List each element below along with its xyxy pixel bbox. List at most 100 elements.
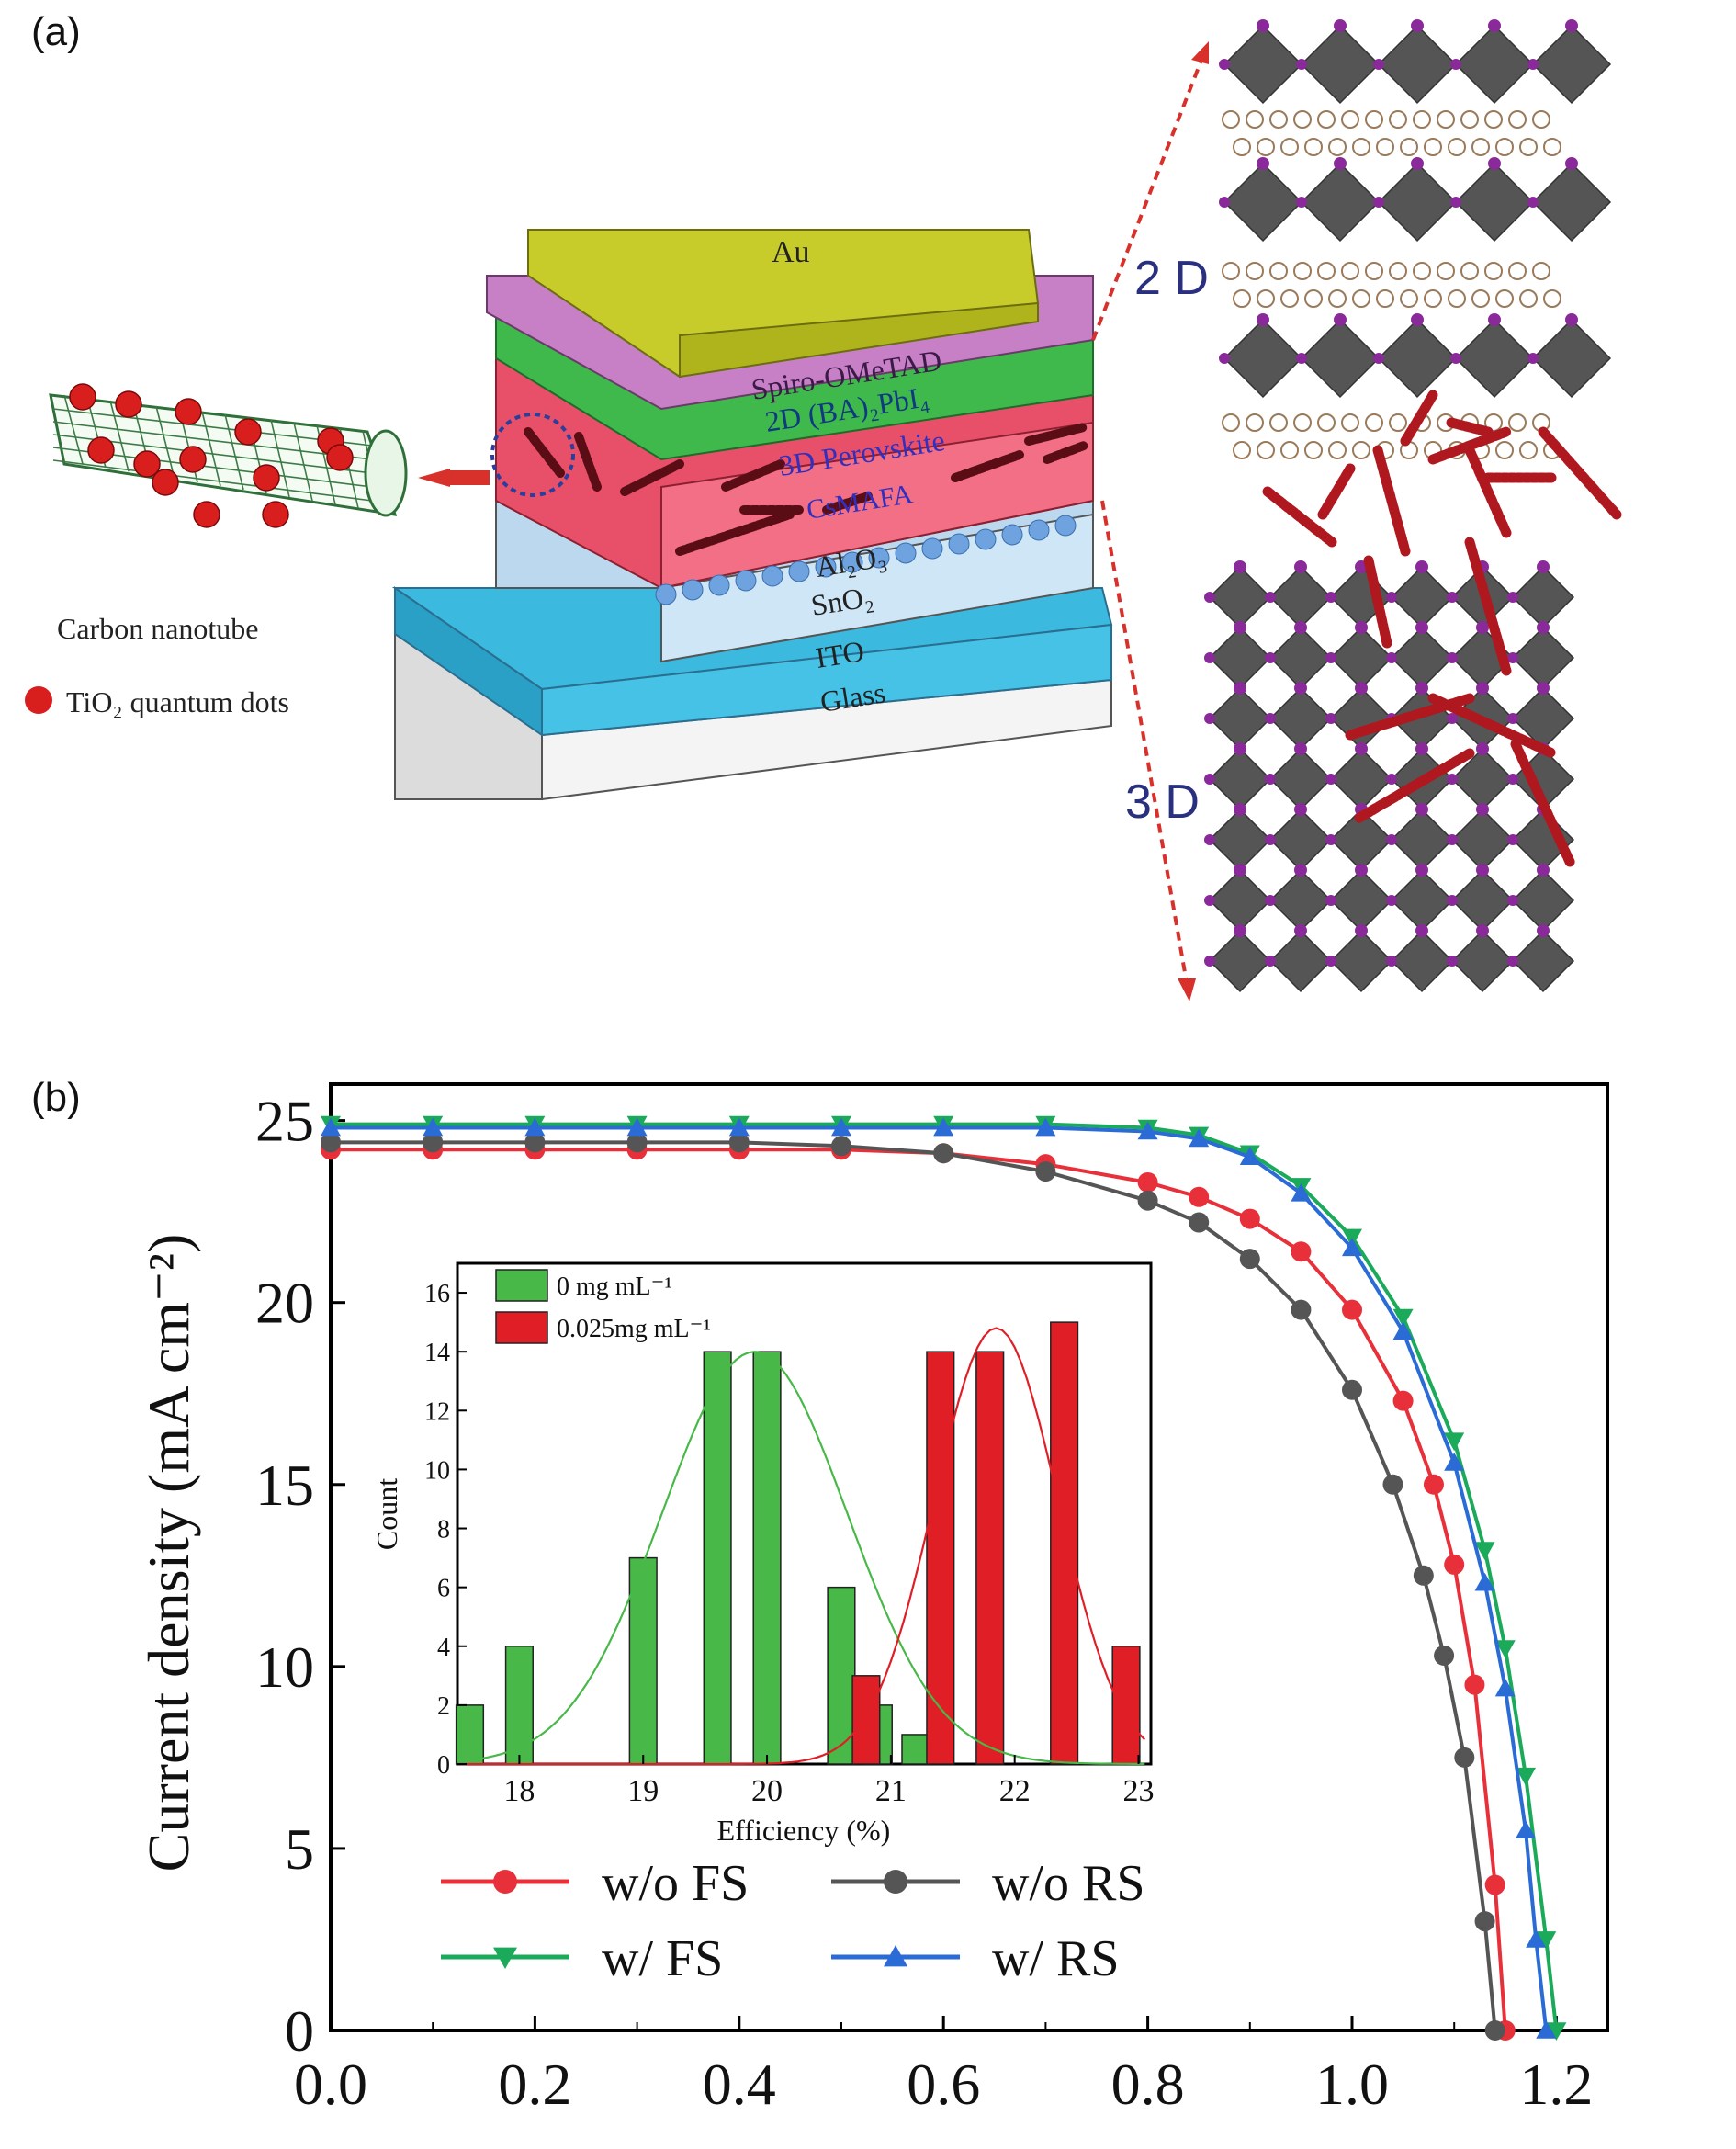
organic-ring	[1508, 110, 1527, 129]
organic-ring	[1328, 441, 1347, 459]
iodide-atom	[1265, 834, 1276, 845]
organic-ring	[1389, 262, 1407, 280]
iodide-atom	[1527, 197, 1539, 208]
iodide-atom	[1234, 864, 1246, 877]
qd-bead	[655, 583, 677, 605]
iodide-atom	[1507, 713, 1518, 724]
octahedron	[1223, 162, 1303, 243]
nanotube-segment	[1372, 445, 1411, 557]
octahedron	[1531, 318, 1612, 399]
jv-point	[1516, 1820, 1537, 1838]
qd-bead	[1054, 515, 1077, 537]
octahedron	[1377, 24, 1458, 105]
nanotube-segment	[1510, 739, 1576, 869]
histogram-bar	[975, 1351, 1005, 1765]
jv-legend-label: w/ FS	[602, 1930, 723, 1987]
iodide-atom	[1355, 864, 1368, 877]
nanotube-segment	[1400, 390, 1438, 447]
cnt-lattice-line	[52, 421, 373, 460]
iodide-atom	[1294, 924, 1307, 937]
iodide-atom	[1565, 157, 1578, 170]
nanotube-segment	[1427, 693, 1558, 759]
octahedron	[1454, 24, 1535, 105]
jv-point	[524, 1117, 546, 1137]
jv-ytick-label: 20	[255, 1271, 314, 1336]
organic-ring	[1222, 413, 1240, 432]
zoom-arrow	[418, 469, 490, 487]
nanotube-illustration	[49, 383, 408, 528]
iodide-atom	[1565, 19, 1578, 32]
iodide-atom	[1234, 924, 1246, 937]
organic-ring	[1317, 110, 1336, 129]
organic-ring	[1365, 110, 1383, 129]
jv-point	[1464, 1674, 1485, 1695]
organic-ring	[1317, 262, 1336, 280]
organic-ring	[1376, 289, 1394, 308]
organic-ring	[1471, 289, 1490, 308]
jv-point	[1189, 1212, 1210, 1233]
iodide-atom	[1411, 19, 1424, 32]
jv-xtick-label: 0.6	[907, 2052, 980, 2117]
organic-ring	[1257, 441, 1275, 459]
organic-ring	[1495, 138, 1514, 156]
iodide-atom	[1325, 713, 1336, 724]
iodide-atom	[1265, 774, 1276, 785]
iodide-atom	[1450, 197, 1461, 208]
iodide-atom	[1507, 592, 1518, 603]
label-3d: 3 D	[1125, 775, 1200, 829]
organic-ring	[1508, 413, 1527, 432]
iodide-atom	[1296, 353, 1307, 364]
histogram-bar	[851, 1675, 881, 1765]
organic-ring	[1532, 110, 1550, 129]
jv-point	[1434, 1645, 1455, 1666]
octahedron	[1511, 929, 1575, 993]
cnt-lattice-line	[224, 413, 244, 491]
au-layer	[527, 229, 1040, 379]
iodide-atom	[1537, 621, 1550, 634]
iodide-atom	[1527, 353, 1539, 364]
inset-legend-entry: 0 mg mL⁻¹	[495, 1269, 672, 1302]
jv-series-3	[321, 1117, 1557, 2039]
qd-bead	[921, 537, 943, 560]
iodide-atom	[1386, 895, 1397, 906]
jv-point	[1291, 1299, 1312, 1320]
jv-point	[524, 1132, 546, 1153]
jv-point	[1494, 1678, 1516, 1697]
jv-point	[1392, 1390, 1414, 1411]
octahedron	[1300, 318, 1381, 399]
iodide-atom	[1325, 834, 1336, 845]
jv-point	[831, 1117, 851, 1137]
organic-ring	[1352, 441, 1370, 459]
jv-point	[1413, 1565, 1434, 1586]
organic-ring	[1304, 441, 1323, 459]
organic-ring	[1341, 262, 1359, 280]
inset-xtick-label: 20	[751, 1774, 783, 1808]
iodide-atom	[1294, 682, 1307, 695]
jv-ytick-label: 10	[255, 1634, 314, 1700]
iodide-atom	[1325, 652, 1336, 663]
nanotube-segment	[1363, 555, 1392, 649]
organic-ring	[1222, 110, 1240, 129]
qd-bead	[841, 551, 863, 573]
jv-point	[1444, 1554, 1465, 1575]
octahedron	[1454, 318, 1535, 399]
organic-ring	[1495, 441, 1514, 459]
panel-b-label: (b)	[31, 1075, 81, 1120]
qd-bead	[708, 574, 730, 596]
organic-ring	[1543, 289, 1561, 308]
cnt-lattice-line	[155, 405, 175, 480]
iodide-atom	[1294, 864, 1307, 877]
iodide-atom	[1265, 592, 1276, 603]
cnt-quantum-dot	[115, 390, 142, 418]
cnt-lattice-line	[270, 419, 290, 498]
jv-point	[884, 1870, 907, 1894]
inset-xtick-label: 22	[999, 1774, 1031, 1808]
cnt-quantum-dot	[326, 444, 354, 471]
label-ito: ITO	[813, 634, 866, 674]
iodide-atom	[1234, 742, 1246, 755]
iodide-atom	[1373, 59, 1384, 70]
jv-point	[1291, 1182, 1312, 1202]
inset-frame	[456, 1261, 1153, 1766]
iodide-atom	[1325, 895, 1336, 906]
